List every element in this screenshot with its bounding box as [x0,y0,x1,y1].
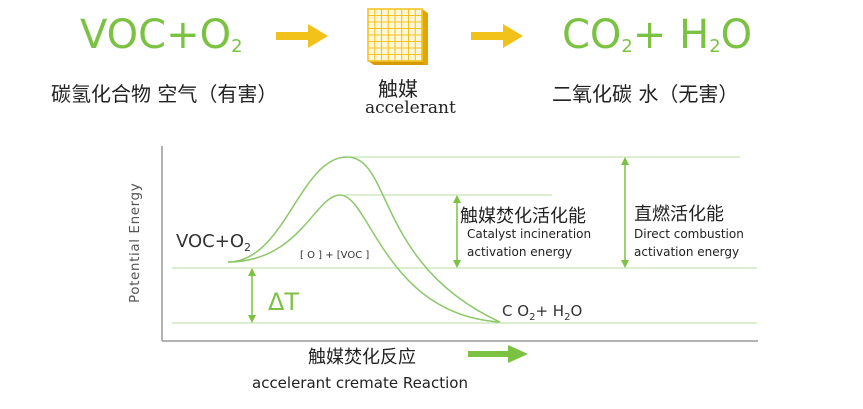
catalytic-activation-en-1: Catalyst incineration [467,227,591,241]
direct-activation-en-2: activation energy [634,245,739,259]
direct-activation-cn: 直燃活化能 [634,204,724,225]
catalyst-label-en: accelerant [365,98,456,118]
reaction-label-en: accelerant cremate Reaction [252,374,468,392]
product-formula: CO2+ H2O [562,12,753,58]
direct-activation-arrow [621,157,629,268]
reaction-label-cn: 触媒焚化反应 [308,347,416,368]
catalytic-curve [227,194,501,323]
arrow-right-icon [276,23,328,53]
reaction-arrow-icon [468,345,528,363]
product-description: 二氧化碳 水（无害） [552,82,739,106]
energy-guide-lines [172,156,757,324]
reactant-description: 碳氢化合物 空气（有害） [51,82,278,106]
y-axis-label: Potential Energy [127,183,143,303]
catalyst-label-cn: 触媒 [378,77,418,101]
direct-activation-en-1: Direct combustion [634,227,744,241]
intermediate-label: [ O ] + [VOC ] [300,250,369,261]
catalytic-activation-arrow [453,195,461,268]
delta-t-arrow [248,268,256,323]
delta-t-label: ΔT [268,288,299,316]
diagram-product-label: C O2+ H2O [502,302,582,323]
diagram-reactant-label: VOC+O2 [176,231,251,254]
arrow-right-icon [471,23,523,53]
direct-combustion-curve [227,156,501,323]
reactant-formula: VOC+O2 [80,12,243,58]
catalyst-grid-icon [366,5,432,69]
catalytic-activation-en-2: activation energy [467,245,572,259]
catalytic-activation-cn: 触媒焚化活化能 [460,206,586,227]
